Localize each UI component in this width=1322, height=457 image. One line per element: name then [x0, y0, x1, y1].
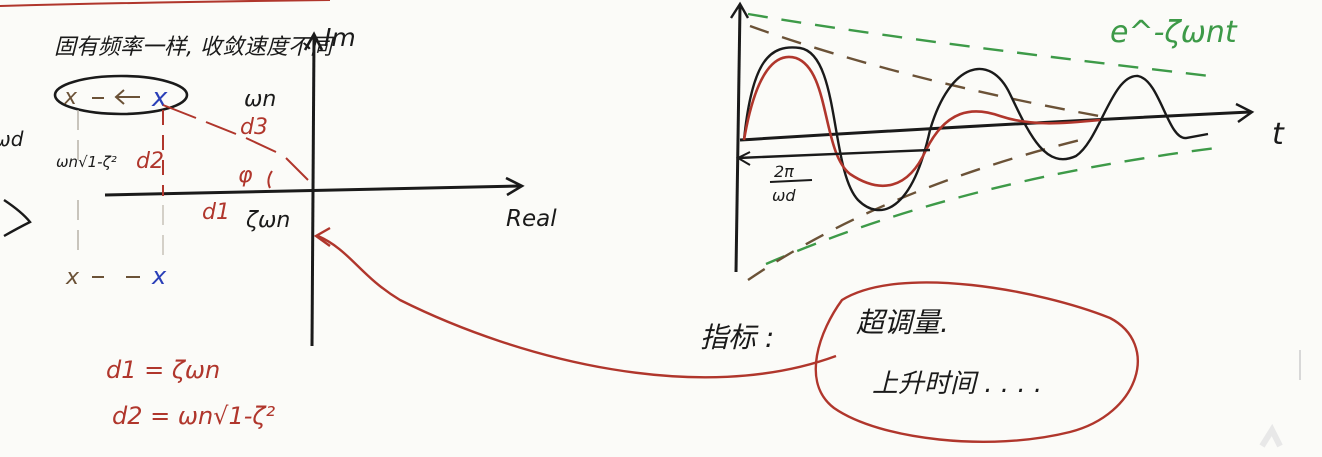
underdamped-response-red: [742, 55, 1101, 188]
wn-label: ωn: [244, 87, 276, 112]
damped-freq-expr: ωn√1-ζ²: [56, 153, 117, 171]
glare: [1259, 423, 1283, 448]
pointer-arrow: [317, 234, 837, 379]
response-t-axis: [739, 110, 1251, 142]
pointer-arrowhead: [313, 226, 331, 247]
metrics-callout: 指标 : 超调量. 上升时间 . . . .: [313, 226, 1139, 443]
pole-shift-arrow: [114, 89, 140, 105]
upper-envelope-fast: [749, 24, 1111, 120]
imag-axis: [310, 35, 316, 347]
time-response-diagram: 2π ωd e^-ζωnt t: [729, 1, 1285, 281]
d2-equation: d2 = ωn√1-ζ²: [112, 402, 275, 430]
underdamped-response-black: [742, 46, 1209, 212]
imag-axis-label: Im: [324, 23, 356, 52]
period-arrowhead: [735, 151, 751, 166]
envelope-label: e^-ζωnt: [1110, 15, 1238, 50]
top-red-stroke: [0, 0, 331, 7]
d1-equation: d1 = ζωn: [106, 356, 220, 384]
d2-label: d2: [136, 149, 164, 174]
phi-arc: [267, 170, 273, 189]
response-t-arrowhead: [1235, 102, 1255, 123]
time-axis-label: t: [1272, 117, 1285, 152]
s-plane-diagram: x x x x 固有频率一样, 收敛速度不同 Im Real ωn d3 φ d…: [0, 23, 557, 430]
metric-rise-time: 上升时间 . . . .: [872, 369, 1042, 399]
pole-lower-left: x: [65, 265, 80, 290]
period-denominator: ωd: [772, 186, 796, 205]
d1-label: d1: [202, 200, 230, 225]
lower-envelope-fast: [747, 138, 1081, 281]
metric-overshoot: 超调量.: [856, 306, 949, 339]
edge-mark: [3, 199, 32, 238]
pole-circle: [53, 74, 189, 116]
left-plot-title: 固有频率一样, 收敛速度不同: [54, 35, 335, 60]
imag-axis-arrowhead: [303, 31, 324, 51]
real-axis-arrowhead: [505, 176, 525, 197]
fraction-bar: [769, 179, 813, 183]
phi-label: φ: [238, 163, 253, 188]
zeta-wn-label: ζωn: [245, 208, 290, 233]
response-y-axis: [734, 5, 742, 273]
real-axis-label: Real: [506, 206, 557, 232]
pole-lower-right: x: [151, 262, 167, 290]
pole-radius-line: [162, 104, 309, 181]
pole-upper-right: x: [151, 83, 168, 113]
d3-label: d3: [240, 115, 268, 140]
period-numerator: 2π: [774, 162, 794, 181]
period-arrow: [737, 148, 931, 160]
response-y-arrowhead: [729, 1, 750, 19]
upper-envelope: [747, 12, 1211, 78]
wd-side-label: ωd: [0, 127, 24, 151]
pole-upper-left: x: [63, 85, 78, 110]
lower-envelope: [765, 146, 1217, 266]
metrics-label: 指标 :: [700, 321, 774, 354]
metrics-loop: [814, 281, 1139, 443]
